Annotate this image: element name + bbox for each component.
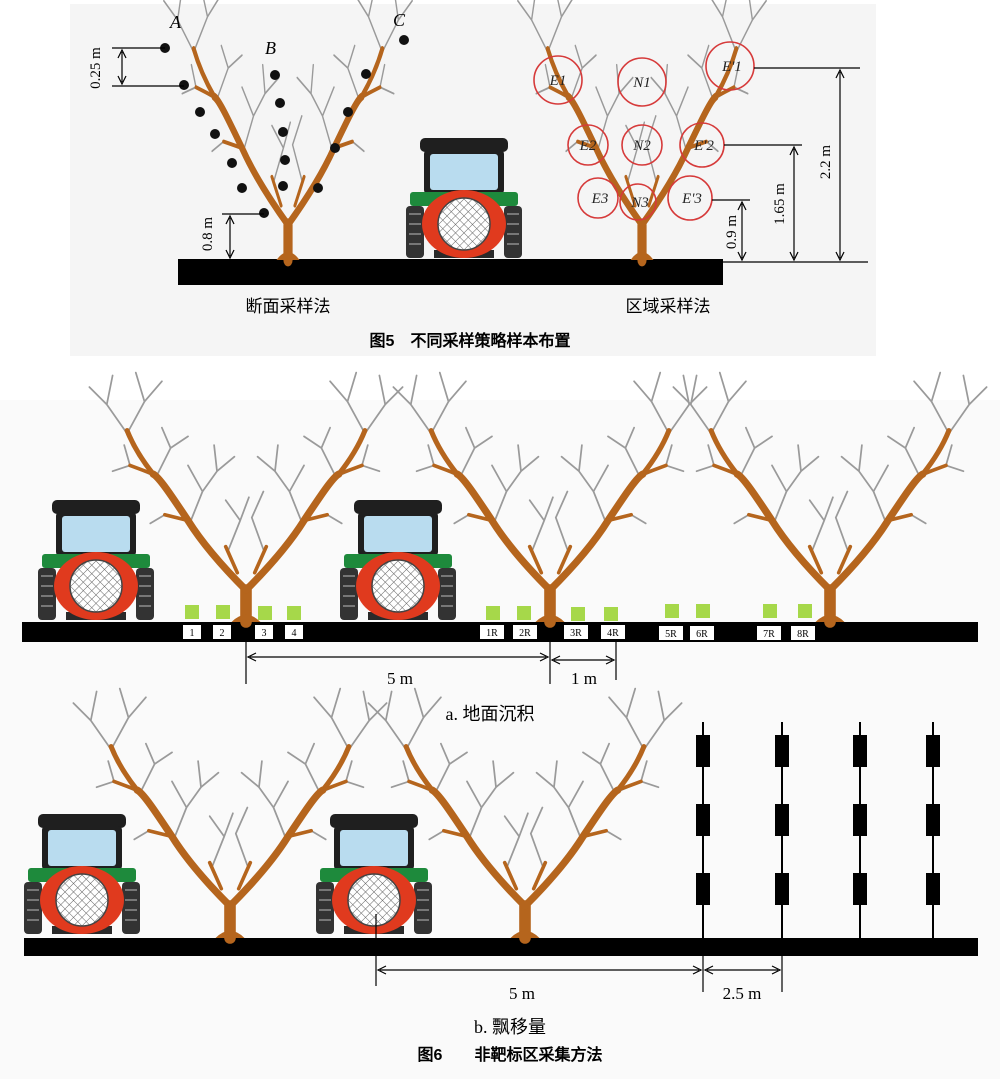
collector-pole-icon: [775, 722, 789, 938]
sample-point-icon: [278, 181, 288, 191]
sample-points-left: [160, 35, 409, 218]
zone-label: E2: [579, 138, 597, 154]
figure6-background: [0, 400, 1000, 1079]
pad-label: 3R: [570, 628, 582, 639]
dimension-right: [712, 67, 868, 263]
sample-point-icon: [270, 70, 280, 80]
figure5-diagram: A B C 0.25 m 0.8 m: [70, 0, 876, 356]
sample-pad: [798, 604, 812, 618]
sample-point-icon: [179, 80, 189, 90]
zone-label: E'3: [681, 191, 702, 207]
sample-point-icon: [278, 127, 288, 137]
method-label-region: 区域采样法: [626, 297, 711, 316]
sample-point-icon: [343, 107, 353, 117]
sample-point-icon: [227, 158, 237, 168]
sample-point-icon: [280, 155, 290, 165]
sample-point-icon: [313, 183, 323, 193]
collector-pole-icon: [926, 722, 940, 938]
sample-pad: [571, 607, 585, 621]
sample-pad: [604, 607, 618, 621]
subcaption-a: a. 地面沉积: [446, 704, 535, 724]
sample-point-icon: [399, 35, 409, 45]
pad-label: 6R: [696, 629, 708, 640]
dimension-a: [245, 642, 617, 684]
dim-label-0-9m: 0.9 m: [724, 215, 740, 250]
sample-point-icon: [237, 183, 247, 193]
sample-point-icon: [259, 208, 269, 218]
zone-label: E'2: [693, 138, 714, 154]
sample-pad: [216, 605, 230, 619]
method-label-section: 断面采样法: [246, 297, 331, 316]
pad-label: 3: [262, 628, 267, 639]
sample-pad: [763, 604, 777, 618]
sample-pad: [517, 606, 531, 620]
pad-label: 7R: [763, 629, 775, 640]
dim-label-2-2m: 2.2 m: [818, 145, 834, 180]
dim-label-5m: 5 m: [509, 984, 535, 1003]
tree-label-b: B: [265, 38, 276, 58]
sample-point-icon: [195, 107, 205, 117]
figure5-panel: A B C 0.25 m 0.8 m: [0, 0, 1000, 360]
pad-label: 2: [220, 628, 225, 639]
dim-label-1m: 1 m: [571, 669, 597, 688]
sample-point-icon: [361, 69, 371, 79]
ground-bar: [178, 259, 723, 285]
dim-label-0-8m: 0.8 m: [200, 217, 216, 252]
dim-label-5m: 5 m: [387, 669, 413, 688]
figure6-caption: 图6 非靶标区采集方法: [418, 1045, 603, 1064]
figure6-panel: 1 2 3 4 1R 2R 3R 4R 5R 6R 7R 8R: [0, 360, 1000, 1079]
sample-point-icon: [275, 98, 285, 108]
pad-label: 4R: [607, 628, 619, 639]
pad-labels: 1 2 3 4 1R 2R 3R 4R 5R 6R 7R 8R: [183, 625, 815, 640]
sample-pad: [287, 606, 301, 620]
sample-pad: [486, 606, 500, 620]
dim-label-1-65m: 1.65 m: [772, 183, 788, 225]
collector-pole-icon: [853, 722, 867, 938]
zone-label: N3: [630, 195, 649, 211]
dimension-left: [112, 47, 264, 260]
ground-bar-b: [24, 938, 978, 956]
collector-pole-icon: [696, 722, 710, 938]
sample-pad: [258, 606, 272, 620]
sample-pad: [665, 604, 679, 618]
tree-label-c: C: [393, 10, 406, 30]
pad-label: 4: [292, 628, 297, 639]
zone-label: E3: [591, 191, 609, 207]
figure6-diagram: 1 2 3 4 1R 2R 3R 4R 5R 6R 7R 8R: [0, 360, 1000, 1079]
pad-label: 1: [190, 628, 195, 639]
pad-label: 2R: [519, 628, 531, 639]
zone-label: E'1: [721, 59, 742, 75]
collector-poles: [696, 722, 940, 938]
sample-pad: [696, 604, 710, 618]
sample-point-icon: [330, 143, 340, 153]
sample-pad: [185, 605, 199, 619]
zone-label: N2: [632, 138, 651, 154]
dimension-b: [375, 914, 783, 992]
pad-label: 8R: [797, 629, 809, 640]
dim-label-2-5m: 2.5 m: [723, 984, 762, 1003]
subcaption-b: b. 飘移量: [474, 1017, 546, 1037]
sample-pads: [185, 604, 812, 621]
dim-label-0-25m: 0.25 m: [88, 47, 104, 89]
sample-point-icon: [210, 129, 220, 139]
tree-label-a: A: [169, 12, 182, 32]
pad-label: 5R: [665, 629, 677, 640]
zone-label: N1: [632, 75, 651, 91]
figure5-caption: 图5 不同采样策略样本布置: [370, 331, 571, 350]
pad-label: 1R: [486, 628, 498, 639]
zone-label: E1: [549, 73, 567, 89]
